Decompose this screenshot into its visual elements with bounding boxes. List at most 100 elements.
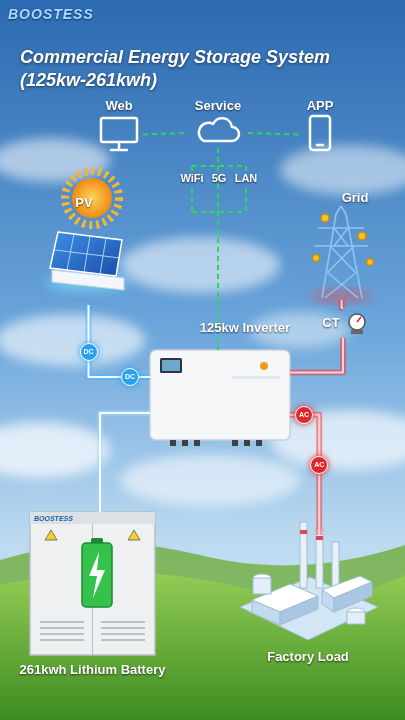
inverter-body-part (260, 362, 268, 370)
solar-panel (46, 171, 130, 292)
illustration-part-part (101, 633, 145, 635)
clouds-part (0, 138, 110, 182)
node-label: APP (298, 98, 342, 114)
power-tower-part (328, 246, 354, 272)
cloud-service-node: Service (188, 98, 248, 148)
illustration-part-part (256, 440, 262, 446)
power-tower-part (341, 206, 346, 214)
web-node: Web (95, 98, 143, 154)
illustration-part-part (244, 440, 250, 446)
network-branch-lines-part (191, 188, 193, 212)
inverter-body-part (150, 350, 290, 440)
node-label: PV (64, 195, 104, 211)
network-icons-part (199, 118, 239, 141)
power-line (89, 305, 151, 377)
power-tower-part (336, 206, 341, 214)
pv-node: PV (48, 193, 138, 305)
illustration-part (55, 234, 120, 274)
factory-part (316, 536, 323, 540)
inverter-body-part (232, 376, 280, 379)
network-branch-lines-part (245, 166, 247, 171)
ac-badge: AC (295, 406, 313, 424)
ct-node: CT (318, 308, 368, 338)
network-branch-lines-part (191, 166, 193, 171)
ct-meter-part (349, 314, 365, 330)
illustration-part-part (40, 639, 84, 641)
power-tower-part (313, 255, 320, 262)
power-line-glow (290, 415, 319, 535)
power-tower-part (314, 245, 368, 247)
brand-logo: BOOSTESS (8, 6, 94, 22)
node-label: CT (318, 315, 344, 331)
network-link (143, 133, 188, 134)
factory-part (280, 596, 318, 625)
solar-panel-part (50, 232, 122, 276)
factory-part (334, 582, 372, 612)
power-tower-part (330, 246, 355, 272)
battery-cabinet-part (128, 530, 140, 540)
factory-part (300, 522, 307, 588)
connector-line (89, 305, 151, 377)
factory-part (316, 528, 323, 588)
ct-meter-part (351, 330, 363, 334)
connector-line (100, 413, 150, 512)
power-line-glow (342, 300, 343, 308)
diagram-title: Commercial Energy Storage System (125kw-… (20, 46, 360, 92)
factory-part (347, 612, 365, 624)
battery-cabinet-part (89, 552, 105, 598)
illustration-part-part (55, 250, 120, 258)
inverter-body-part (160, 358, 182, 373)
connector-line (290, 415, 319, 535)
node-label: Grid (330, 190, 380, 206)
illustration-part-part (40, 627, 84, 629)
cabinet-logo: BOOSTESS (34, 514, 73, 523)
illustration-part-part (40, 621, 84, 623)
clouds-part (0, 314, 145, 366)
illustration-part-part (40, 633, 84, 635)
battery-cabinet-node: 261kwh Lithium Battery (30, 512, 155, 655)
network-link (248, 133, 298, 134)
clouds-part (0, 422, 110, 478)
factory (240, 522, 378, 640)
factory-part (240, 577, 378, 640)
illustration-part-part (101, 621, 145, 623)
connector-line (248, 133, 298, 134)
network-label: WiFi (172, 171, 212, 185)
node-label: Factory Load (238, 649, 378, 665)
power-line (290, 415, 319, 535)
factory-part (322, 590, 334, 612)
power-line-glow (100, 413, 150, 512)
network-icons-part (118, 142, 121, 149)
network-icons-part (317, 144, 323, 147)
power-tower-part (321, 214, 329, 222)
illustration-part (170, 440, 262, 446)
network-label: 5G (204, 171, 234, 185)
factory-part (253, 578, 271, 594)
inverter-body-part (162, 360, 180, 371)
factory-node: Factory Load (238, 535, 378, 643)
illustration-part-part (232, 440, 238, 446)
battery-cabinet-part (30, 512, 155, 524)
clouds-part (120, 454, 300, 506)
battery-cabinet-part (30, 512, 155, 655)
network-icons-part (310, 116, 330, 150)
power-line (342, 300, 343, 308)
node-label: 261kwh Lithium Battery (5, 662, 180, 678)
network-icons-part (101, 118, 137, 142)
ct-meter-part (357, 317, 361, 322)
power-line-glow (89, 305, 151, 377)
network-icons (101, 116, 330, 150)
power-tower-part (318, 227, 364, 229)
illustration-part-part (194, 440, 200, 446)
factory-part (252, 600, 280, 625)
network-label: LAN (228, 171, 264, 185)
network-branch-lines-part (245, 188, 247, 212)
power-tower-part (322, 214, 336, 298)
illustration-part (40, 622, 145, 640)
node-label: Web (95, 98, 143, 114)
edge-badge: DC (80, 343, 98, 361)
power-tower-part (367, 259, 374, 266)
power-tower-part (334, 228, 348, 246)
inverter-box: 125kw Inverter (150, 350, 290, 440)
